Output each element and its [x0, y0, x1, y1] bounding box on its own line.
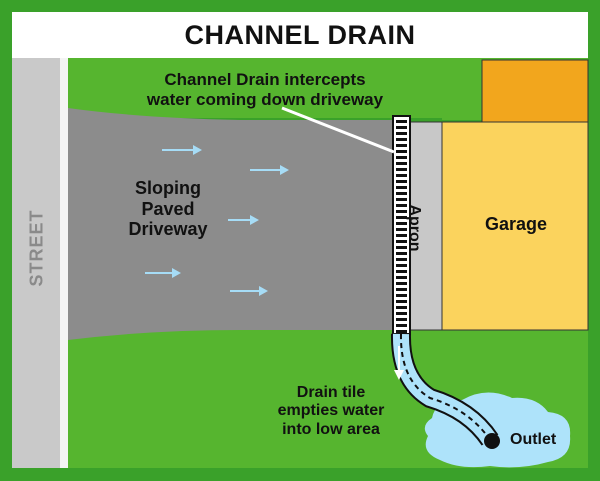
- page-title: CHANNEL DRAIN: [184, 19, 416, 50]
- title-bar: CHANNEL DRAIN: [12, 12, 588, 58]
- grate-slot: [396, 138, 407, 141]
- grate-slot: [396, 324, 407, 327]
- grate-slot: [396, 216, 407, 219]
- grate-slot: [396, 150, 407, 153]
- drain-tile-label-line-2: empties water: [277, 402, 385, 420]
- grate-slot: [396, 120, 407, 123]
- callout-line-1: Channel Drain intercepts: [164, 70, 366, 89]
- grate-slot: [396, 288, 407, 291]
- street: [12, 58, 60, 468]
- grate-slot: [396, 258, 407, 261]
- grate-slot: [396, 228, 407, 231]
- grate-slot: [396, 222, 407, 225]
- street-label: STREET: [26, 209, 47, 287]
- flow-arrow-icon: [230, 286, 268, 296]
- drain-tile-label-line-3: into low area: [282, 420, 380, 438]
- grate-slot: [396, 174, 407, 177]
- callout-leader-line: [281, 106, 395, 154]
- grate-slot: [396, 168, 407, 171]
- grate-slot: [396, 204, 407, 207]
- grate-slot: [396, 294, 407, 297]
- driveway-label-line-3: Driveway: [128, 219, 208, 240]
- flow-arrows: [145, 145, 289, 296]
- grate-slots: [396, 120, 407, 333]
- grate-slot: [396, 186, 407, 189]
- drain-tile-arrowhead-icon: [394, 370, 404, 380]
- grate-slot: [396, 192, 407, 195]
- grate-slot: [396, 156, 407, 159]
- grate-slot: [396, 252, 407, 255]
- grate-slot: [396, 126, 407, 129]
- callout-line-2: water coming down driveway: [146, 89, 384, 109]
- flow-arrow-icon: [228, 215, 259, 225]
- flow-arrow-icon: [145, 268, 181, 278]
- grate-slot: [396, 300, 407, 303]
- grate-slot: [396, 276, 407, 279]
- drain-tile-dashes: [399, 333, 491, 441]
- driveway-label-line-1: Sloping: [135, 178, 201, 198]
- driveway-label-line-2: Paved: [141, 198, 195, 219]
- grate-slot: [396, 330, 407, 333]
- outlet-label: Outlet: [510, 431, 557, 448]
- grate-slot: [396, 234, 407, 237]
- grate-slot: [396, 306, 407, 309]
- drain-tile-label-line-1: Drain tile: [296, 384, 366, 401]
- grate-slot: [396, 162, 407, 165]
- grate-slot: [396, 264, 407, 267]
- grate-slot: [396, 132, 407, 135]
- grate-slot: [396, 246, 407, 249]
- grate-slot: [396, 198, 407, 201]
- channel-drain-callout: Channel Drain intercepts water coming do…: [120, 70, 410, 109]
- grate-slot: [396, 270, 407, 273]
- grate-slot: [396, 318, 407, 321]
- driveway-label: Sloping Paved Driveway: [108, 178, 228, 240]
- flow-arrow-icon: [162, 145, 202, 155]
- grate-slot: [396, 312, 407, 315]
- grate-slot: [396, 180, 407, 183]
- grate-slot: [396, 282, 407, 285]
- grate-slot: [396, 210, 407, 213]
- garage-label: Garage: [484, 214, 548, 234]
- drain-tile-label: Drain tile empties water into low area: [256, 384, 406, 439]
- grate-slot: [396, 144, 407, 147]
- outlet-dot-icon: [484, 433, 500, 449]
- orange-structure: [481, 59, 589, 123]
- apron-label: Apron: [406, 204, 423, 252]
- driveway: [68, 108, 396, 340]
- flow-arrow-icon: [250, 165, 289, 175]
- grate-slot: [396, 240, 407, 243]
- street-curb: [60, 58, 68, 468]
